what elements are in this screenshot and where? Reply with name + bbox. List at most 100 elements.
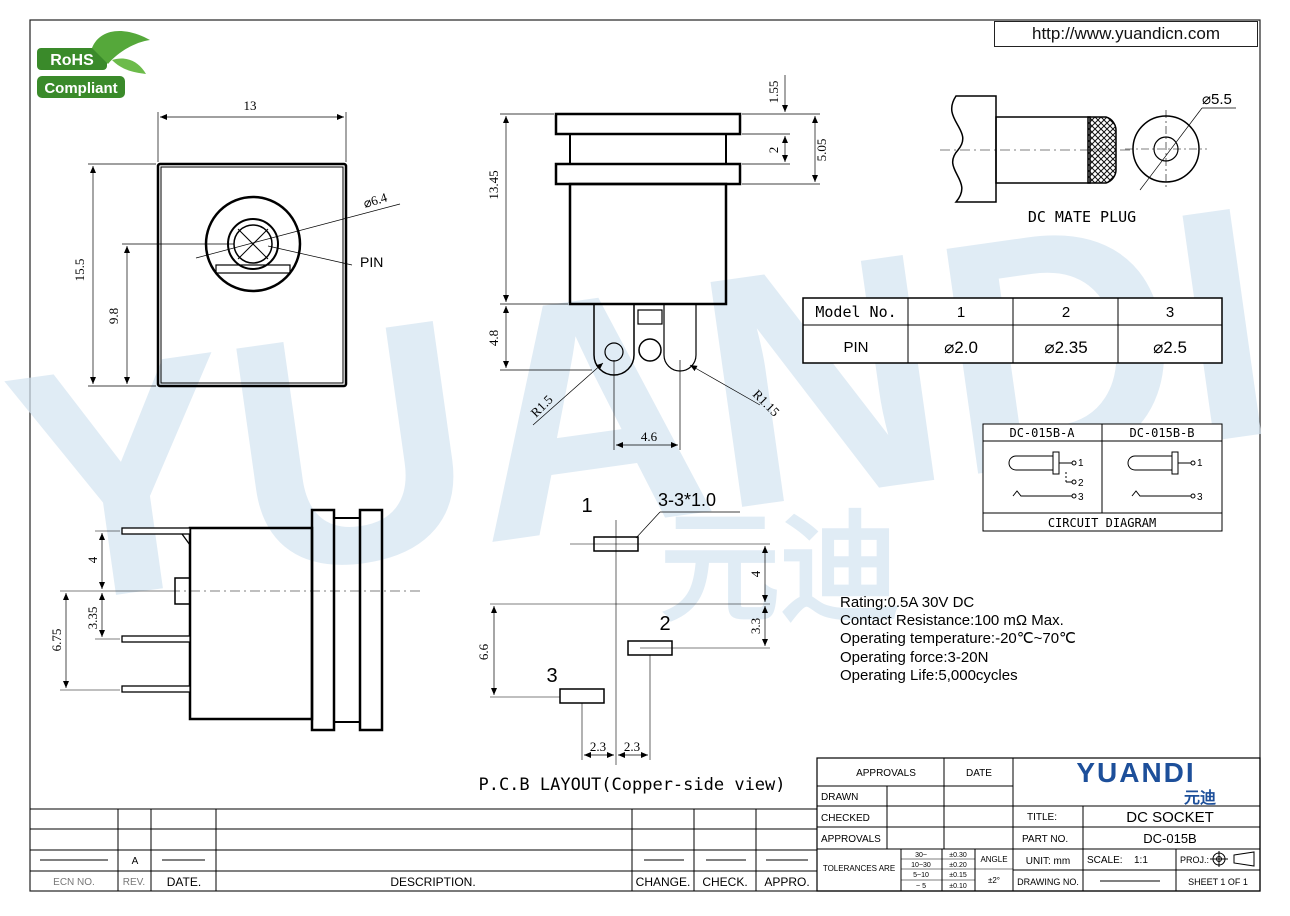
leaf-icon-small bbox=[112, 58, 146, 74]
tol-value-2: ±0.20 bbox=[949, 862, 967, 869]
rev-header-description: DESCRIPTION. bbox=[390, 875, 475, 889]
side-view bbox=[500, 75, 820, 450]
rev-header-appro: APPRO. bbox=[764, 875, 809, 889]
dim-pcb-h2: 2.3 bbox=[624, 739, 640, 754]
rohs-badge: RoHS Compliant bbox=[37, 30, 150, 98]
circuit-variant-b: DC-015B-B bbox=[1129, 426, 1194, 440]
pcb-pad-label-1: 1 bbox=[581, 495, 592, 517]
pcb-pad-label-2: 2 bbox=[659, 613, 670, 635]
brand-logo-cn: 元迪 bbox=[1184, 788, 1216, 807]
angle-value: ±2° bbox=[988, 876, 1000, 885]
compliant-text: Compliant bbox=[44, 80, 117, 97]
scale-label: SCALE: bbox=[1087, 855, 1123, 866]
spec-temperature: Operating temperature:-20℃~70℃ bbox=[840, 630, 1076, 647]
pin-value-1: ⌀2.0 bbox=[944, 338, 978, 357]
profile-view bbox=[60, 508, 420, 732]
spec-resistance: Contact Resistance:100 mΩ Max. bbox=[840, 612, 1064, 629]
date-header: DATE bbox=[966, 768, 992, 779]
sheet-border bbox=[29, 19, 1261, 892]
dim-width: 13 bbox=[244, 98, 257, 113]
tol-range-2: 10~30 bbox=[911, 862, 931, 869]
tol-range-4: ~ 5 bbox=[916, 883, 926, 890]
dim-tail: 4.8 bbox=[486, 330, 501, 346]
dim-flange: 5.05 bbox=[814, 139, 829, 162]
title-block bbox=[816, 757, 1261, 892]
title-value: DC SOCKET bbox=[1126, 809, 1214, 826]
tol-range-1: 30~ bbox=[915, 852, 927, 859]
specs: Rating:0.5A 30V DC Contact Resistance:10… bbox=[840, 594, 1076, 684]
tol-range-3: 5~10 bbox=[913, 872, 929, 879]
pcb-pad-label-3: 3 bbox=[546, 665, 557, 687]
angle-label: ANGLE bbox=[980, 855, 1007, 864]
dim-pcb-h1: 2.3 bbox=[590, 739, 606, 754]
unit-value: UNIT: mm bbox=[1026, 856, 1070, 867]
model-col-2: 2 bbox=[1062, 304, 1070, 321]
drawing-no-label: DRAWING NO. bbox=[1017, 877, 1079, 887]
website-url[interactable]: http://www.yuandicn.com bbox=[994, 21, 1258, 47]
dim-pcb-v2: 3.3 bbox=[748, 618, 763, 634]
model-header: Model No. bbox=[815, 303, 896, 321]
dim-pcb-v1: 4 bbox=[748, 570, 763, 577]
circuit-b-pin1: 1 bbox=[1197, 458, 1203, 469]
rev-header-check: CHECK. bbox=[702, 875, 747, 889]
dim-pitch: 4.6 bbox=[641, 429, 658, 444]
proj-label: PROJ.: bbox=[1180, 855, 1209, 865]
row-approvals: APPROVALS bbox=[821, 834, 881, 845]
circuit-a-pin1: 1 bbox=[1078, 458, 1084, 469]
row-checked: CHECKED bbox=[821, 813, 870, 824]
dim-profile-a: 4 bbox=[85, 556, 100, 563]
rev-header-rev: REV. bbox=[123, 877, 145, 888]
dim-body: 13.45 bbox=[486, 170, 501, 199]
brand-logo: YUANDI bbox=[1076, 757, 1195, 788]
pin-value-2: ⌀2.35 bbox=[1044, 338, 1087, 357]
mate-plug bbox=[940, 95, 1236, 203]
revision-block bbox=[30, 758, 818, 891]
pcb-layout bbox=[490, 511, 770, 765]
spec-life: Operating Life:5,000cycles bbox=[840, 667, 1018, 684]
pin-label: PIN bbox=[360, 254, 383, 270]
approvals-header: APPROVALS bbox=[856, 768, 916, 779]
pcb-caption: P.C.B LAYOUT(Copper-side view) bbox=[478, 775, 785, 795]
dim-profile-b: 3.35 bbox=[85, 607, 100, 630]
circuit-title: CIRCUIT DIAGRAM bbox=[1048, 516, 1156, 530]
pad-spec: 3-3*1.0 bbox=[658, 490, 716, 510]
pcb-pad-1 bbox=[593, 536, 639, 552]
pin-value-3: ⌀2.5 bbox=[1153, 338, 1187, 357]
front-view bbox=[88, 112, 401, 388]
rohs-text: RoHS bbox=[50, 52, 94, 69]
circuit-b-pin3: 3 bbox=[1197, 492, 1203, 503]
circuit-a-pin2: 2 bbox=[1078, 478, 1084, 489]
rev-value: A bbox=[132, 856, 139, 867]
dim-gap: 2 bbox=[766, 147, 781, 154]
model-col-1: 1 bbox=[957, 304, 965, 321]
scale-value: 1:1 bbox=[1134, 855, 1148, 866]
pcb-pad-3 bbox=[559, 688, 605, 704]
circuit-diagram: DC-015B-A DC-015B-B CIRCUIT DIAGRAM 1 2 … bbox=[982, 423, 1223, 532]
tol-value-1: ±0.30 bbox=[949, 852, 967, 859]
title-label: TITLE: bbox=[1027, 812, 1057, 823]
model-col-3: 3 bbox=[1166, 304, 1174, 321]
spec-rating: Rating:0.5A 30V DC bbox=[840, 594, 974, 611]
dim-profile-c: 6.75 bbox=[49, 629, 64, 652]
sheet-value: SHEET 1 OF 1 bbox=[1188, 877, 1248, 887]
circuit-a-pin3: 3 bbox=[1078, 492, 1084, 503]
dim-pcb-v3: 6.6 bbox=[476, 643, 491, 660]
rev-header-change: CHANGE. bbox=[636, 875, 691, 889]
model-table: Model No. 1 2 3 PIN ⌀2.0 ⌀2.35 ⌀2.5 bbox=[802, 297, 1223, 364]
row-drawn: DRAWN bbox=[821, 792, 858, 803]
projection-symbol-icon bbox=[1210, 851, 1255, 867]
rev-header-date: DATE. bbox=[167, 875, 201, 889]
spec-force: Operating force:3-20N bbox=[840, 649, 988, 666]
rev-header-ecn: ECN NO. bbox=[53, 877, 95, 888]
dim-top: 1.55 bbox=[766, 81, 781, 104]
leaf-icon bbox=[92, 30, 150, 64]
dim-height: 15.5 bbox=[72, 259, 87, 282]
plug-diameter: ⌀5.5 bbox=[1202, 91, 1232, 108]
tol-value-4: ±0.10 bbox=[949, 883, 967, 890]
part-label: PART NO. bbox=[1022, 834, 1068, 845]
tol-value-3: ±0.15 bbox=[949, 872, 967, 879]
tolerances-label: TOLERANCES ARE bbox=[823, 864, 895, 873]
part-value: DC-015B bbox=[1143, 831, 1196, 846]
